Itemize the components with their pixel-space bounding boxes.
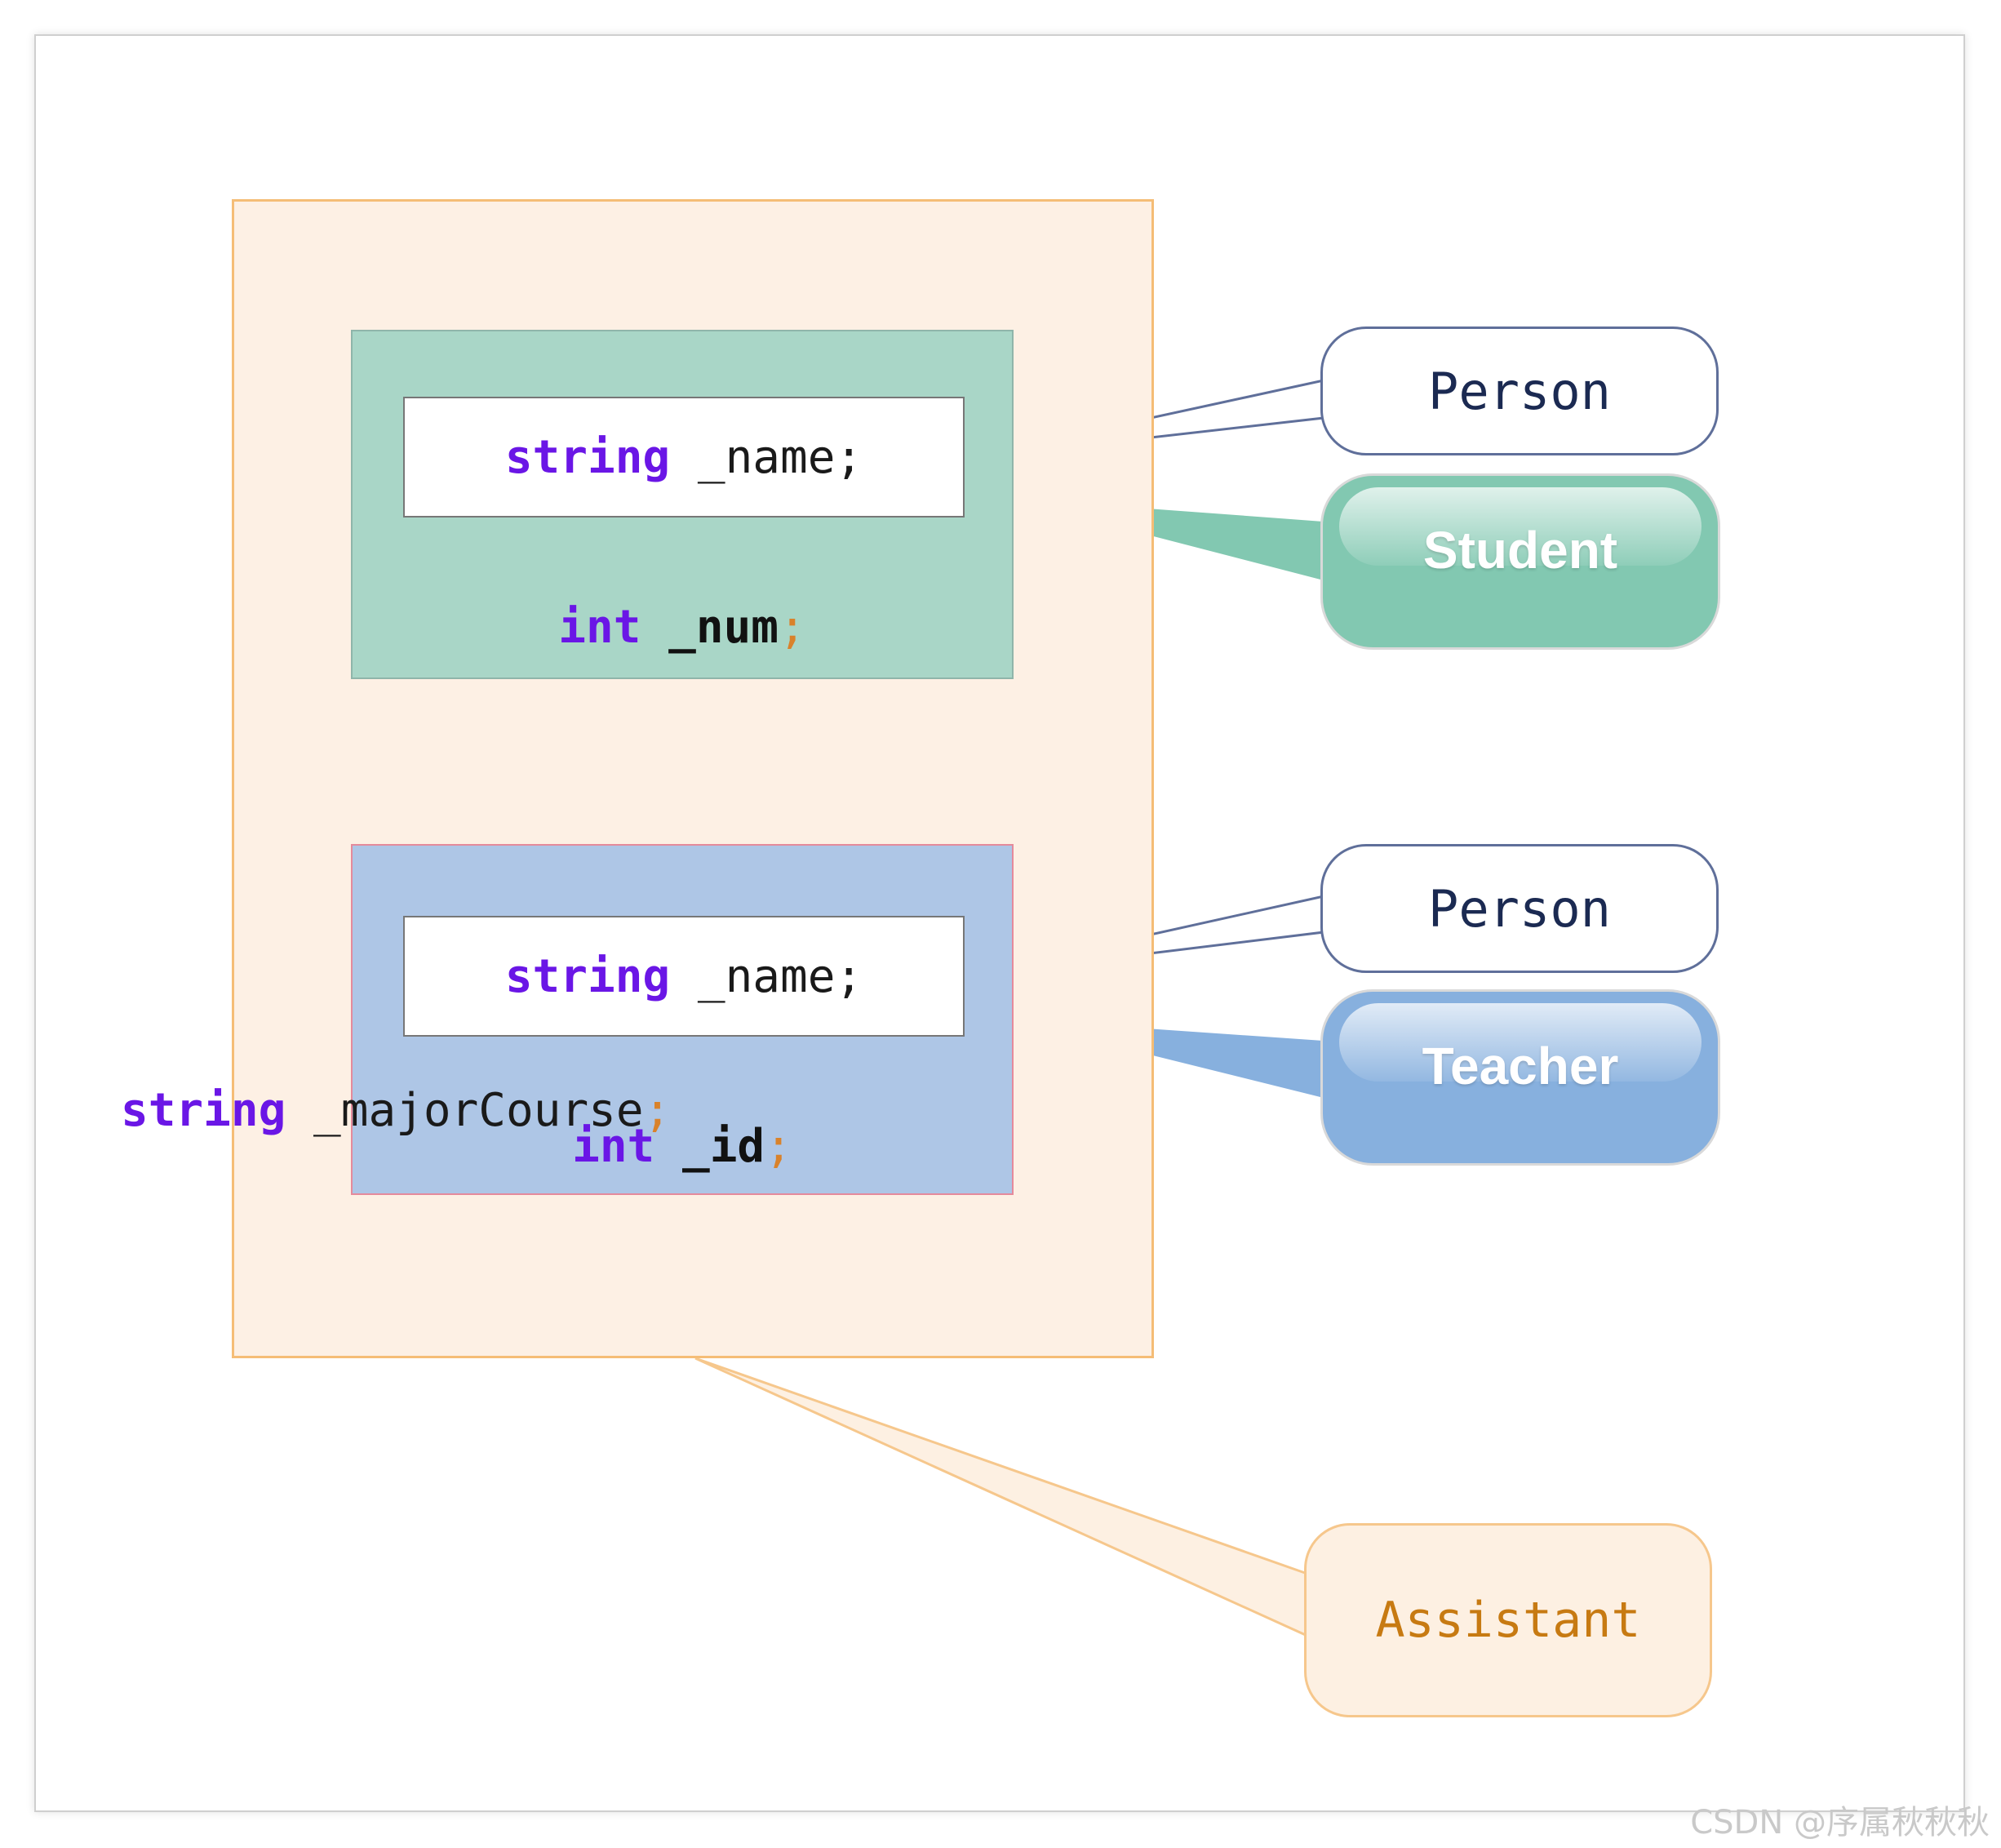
student-callout-label: Student	[1422, 521, 1618, 580]
teacher-person-name-box: string _name;	[403, 916, 965, 1037]
major-course-semicolon: ;	[643, 1084, 672, 1137]
connector-assistant	[694, 1357, 1309, 1638]
person-callout-1-label: Person	[1428, 361, 1611, 421]
major-course-identifier: _majorCourse	[286, 1084, 644, 1137]
student-callout-gloss	[1339, 487, 1702, 566]
teacher-subobject: string _name; int _id;	[351, 844, 1014, 1195]
teacher-callout: Teacher	[1320, 989, 1720, 1166]
student-name-keyword: string	[504, 430, 671, 484]
student-num-identifier: _num	[641, 601, 779, 654]
student-num-semicolon: ;	[779, 601, 806, 654]
student-num-declaration: int _num;	[353, 601, 1012, 654]
teacher-id-declaration: int _id;	[353, 1120, 1012, 1173]
teacher-id-keyword: int	[572, 1120, 655, 1173]
student-name-identifier: _name;	[670, 430, 863, 484]
student-name-declaration: string _name;	[505, 431, 863, 484]
major-course-declaration: string _majorCourse;	[121, 1084, 671, 1137]
assistant-callout-label: Assistant	[1375, 1592, 1641, 1649]
teacher-callout-label: Teacher	[1422, 1037, 1619, 1095]
teacher-name-keyword: string	[504, 949, 671, 1003]
student-person-name-box: string _name;	[403, 397, 965, 518]
person-callout-2: Person	[1320, 844, 1719, 973]
student-callout: Student	[1320, 473, 1720, 650]
assistant-callout: Assistant	[1304, 1523, 1712, 1717]
teacher-name-identifier: _name;	[670, 949, 863, 1003]
teacher-id-identifier: _id	[654, 1120, 765, 1173]
teacher-callout-gloss	[1339, 1003, 1702, 1082]
person-callout-1: Person	[1320, 327, 1719, 455]
student-subobject: string _name; int _num;	[351, 330, 1014, 679]
teacher-id-semicolon: ;	[765, 1120, 792, 1173]
major-course-keyword: string	[121, 1084, 286, 1137]
watermark: CSDN @序属秋秋秋	[1690, 1804, 1990, 1841]
teacher-name-declaration: string _name;	[505, 950, 863, 1003]
student-num-keyword: int	[558, 601, 641, 654]
person-callout-2-label: Person	[1428, 878, 1611, 939]
